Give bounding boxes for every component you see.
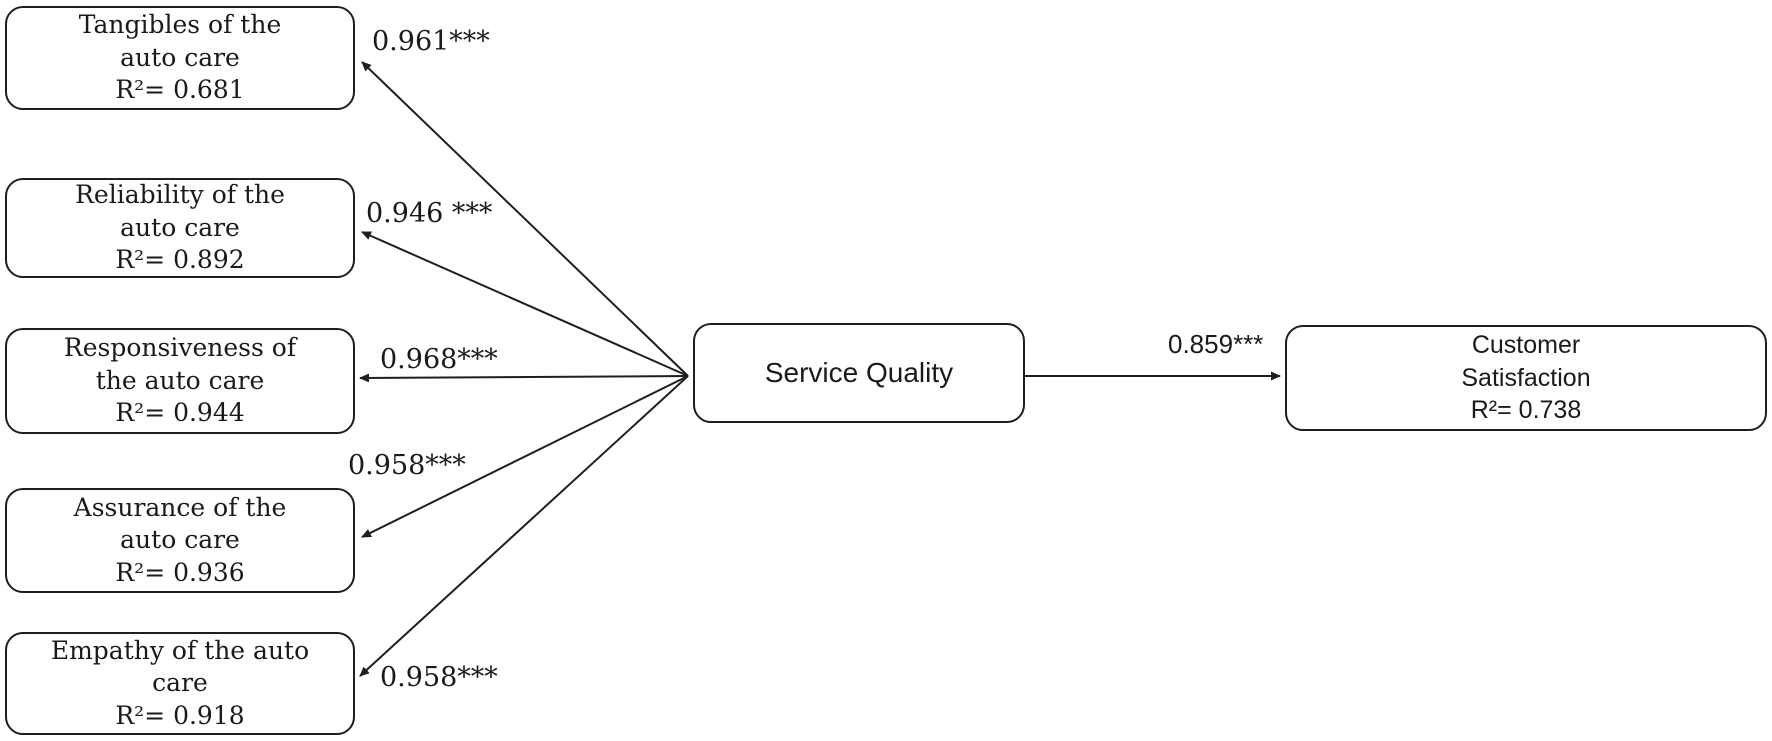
arrow-service-quality-to-assurance [361, 375, 689, 538]
outcome-label-customer-satisfaction: Customer Satisfaction R²= 0.738 [1461, 331, 1591, 425]
outcome-box-customer-satisfaction: Customer Satisfaction R²= 0.738 [1285, 325, 1767, 431]
dimension-label-assurance: Assurance of the auto care R²= 0.936 [73, 492, 287, 587]
coefficient-responsiveness: 0.968*** [380, 344, 498, 375]
coefficient-reliability: 0.946 *** [366, 198, 493, 229]
coefficient-assurance: 0.958*** [348, 450, 466, 481]
arrow-service-quality-to-reliability [361, 231, 689, 377]
central-label-service-quality: Service Quality [764, 356, 954, 388]
dimension-label-responsiveness: Responsiveness of the auto care R²= 0.94… [63, 333, 297, 428]
dimension-label-empathy: Empathy of the auto care R²= 0.918 [50, 635, 310, 730]
dimension-box-tangibles: Tangibles of the auto care R²= 0.681 [5, 6, 355, 110]
dimension-box-responsiveness: Responsiveness of the auto care R²= 0.94… [5, 328, 355, 434]
coefficient-tangibles: 0.961*** [372, 26, 490, 57]
coefficient-empathy: 0.958*** [380, 662, 498, 693]
central-box-service-quality: Service Quality [693, 323, 1025, 423]
dimension-box-empathy: Empathy of the auto care R²= 0.918 [5, 632, 355, 735]
arrow-service-quality-to-empathy [359, 375, 689, 677]
coefficient-customer-satisfaction: 0.859*** [1168, 329, 1264, 359]
arrow-service-quality-to-responsiveness [359, 373, 689, 383]
arrow-service-quality-to-tangibles [361, 61, 689, 377]
dimension-label-reliability: Reliability of the auto care R²= 0.892 [75, 180, 285, 275]
dimension-box-assurance: Assurance of the auto care R²= 0.936 [5, 488, 355, 593]
dimension-label-tangibles: Tangibles of the auto care R²= 0.681 [78, 10, 282, 105]
dimension-box-reliability: Reliability of the auto care R²= 0.892 [5, 178, 355, 278]
